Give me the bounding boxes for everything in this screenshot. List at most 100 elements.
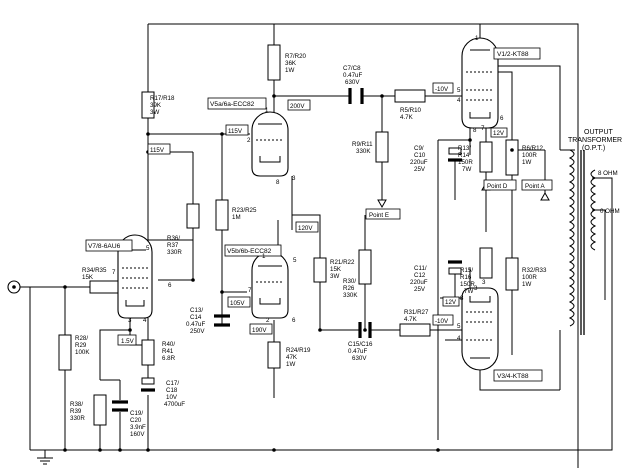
capacitor-c7 — [348, 88, 364, 104]
svg-text:6: 6 — [168, 282, 172, 289]
voltage-115v-b: 115V — [150, 147, 165, 154]
svg-text:3: 3 — [474, 285, 478, 292]
voltage-neg10v-bot: -10V — [435, 318, 449, 325]
svg-text:6: 6 — [500, 115, 504, 122]
label-v5a: V5a/6a-ECC82 — [210, 101, 255, 108]
svg-text:5: 5 — [457, 87, 461, 94]
input-jack — [7, 280, 21, 294]
tube-v1-kt88 — [461, 37, 499, 129]
svg-text:1: 1 — [262, 253, 266, 260]
label-v3: V3/4-KT88 — [497, 373, 529, 380]
voltage-12v-bot: 12V — [445, 299, 457, 306]
capacitor-c19 — [112, 400, 128, 412]
label-v1: V1/2-KT88 — [497, 51, 529, 58]
ground-symbol — [37, 457, 53, 465]
voltage-neg10v-top: -10V — [435, 86, 449, 93]
resistor-r32 — [505, 257, 519, 291]
resistor-r36 — [186, 203, 200, 229]
svg-text:3: 3 — [482, 279, 486, 286]
label-v7: V7/8-6AU6 — [88, 243, 121, 250]
capacitors — [112, 88, 462, 412]
output-transformer — [568, 149, 597, 335]
resistor-r30 — [358, 249, 372, 285]
resistors — [58, 44, 519, 426]
resistor-r21 — [313, 257, 327, 283]
voltage-200v: 200V — [290, 103, 305, 110]
resistor-r23 — [215, 199, 229, 231]
tap-0-ohm: 0 OHM — [600, 208, 620, 215]
svg-text:3: 3 — [292, 175, 296, 182]
resistor-r28 — [58, 334, 72, 371]
svg-text:1: 1 — [265, 107, 269, 114]
resistor-r6 — [505, 139, 519, 176]
tap-8-ohm: 8 OHM — [598, 170, 618, 177]
svg-text:8: 8 — [460, 295, 464, 302]
resistor-r13 — [479, 141, 493, 173]
svg-text:2: 2 — [247, 137, 251, 144]
tube-v5a-ecc82 — [251, 111, 289, 177]
resistor-r7 — [267, 44, 281, 81]
svg-text:7: 7 — [248, 287, 252, 294]
svg-text:5: 5 — [146, 245, 150, 252]
svg-text:7: 7 — [112, 269, 116, 276]
junction-dots — [63, 94, 514, 452]
tube-v3-kt88 — [461, 287, 499, 371]
voltage-190v: 190V — [252, 327, 267, 334]
svg-text:2: 2 — [266, 317, 270, 324]
svg-text:8: 8 — [276, 179, 280, 186]
resistor-r24 — [267, 341, 281, 369]
voltage-12v-top: 12V — [493, 130, 505, 137]
capacitor-c11 — [448, 260, 462, 275]
point-e: Point E — [369, 212, 389, 219]
capacitor-c13 — [214, 314, 230, 327]
svg-text:1: 1 — [475, 35, 479, 42]
tube-labels: V1/2-KT88 V3/4-KT88 V5a/6a-ECC82 V5b/6b-… — [85, 47, 543, 382]
point-d: Point D — [487, 183, 508, 190]
svg-text:8: 8 — [473, 127, 477, 134]
resistor-r17 — [141, 91, 155, 119]
svg-text:6: 6 — [292, 317, 296, 324]
voltage-labels: 200V 115V 115V 120V 105V 190V 1.5V -10V … — [117, 82, 508, 346]
resistor-r38 — [93, 394, 107, 426]
svg-text:4: 4 — [457, 97, 461, 104]
svg-text:5: 5 — [457, 323, 461, 330]
resistor-r5 — [394, 89, 426, 103]
tube-v5b-ecc82 — [251, 251, 289, 319]
svg-text:4: 4 — [143, 317, 147, 324]
svg-text:7: 7 — [481, 125, 485, 132]
test-points: Point E Point D Point A — [365, 179, 553, 220]
svg-text:5: 5 — [293, 257, 297, 264]
capacitor-c15 — [358, 322, 372, 338]
capacitor-c17 — [141, 377, 155, 392]
resistor-r31 — [399, 323, 431, 337]
voltage-105v: 105V — [230, 300, 245, 307]
resistor-r9 — [375, 131, 389, 163]
capacitor-c9 — [448, 147, 462, 162]
resistor-r40 — [141, 339, 155, 366]
